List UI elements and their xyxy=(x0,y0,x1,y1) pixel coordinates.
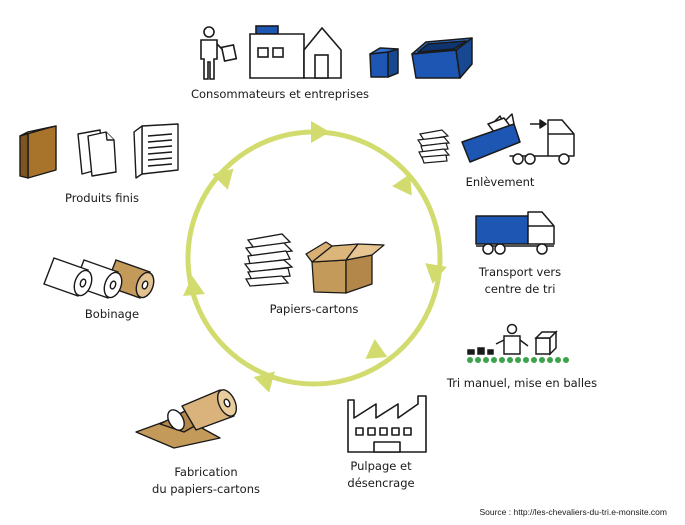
truck-icon xyxy=(475,211,555,255)
paper-roll-icon xyxy=(135,389,238,449)
roll-icon xyxy=(43,257,155,299)
cardboard-box-icon xyxy=(305,241,385,294)
factory-icon xyxy=(347,395,427,453)
paper-stack-icon xyxy=(416,129,451,164)
cycle-arrow xyxy=(391,173,412,196)
stage-label-tri: Tri manuel, mise en balles xyxy=(446,376,598,390)
tri-icon xyxy=(467,323,569,363)
stage-label-fabrication: Fabrication du papiers-cartons xyxy=(144,464,268,498)
cycle-arrow xyxy=(425,263,447,284)
stage-label-fabrication-line2: du papiers-cartons xyxy=(152,482,260,496)
stage-label-produits: Produits finis xyxy=(65,191,139,205)
stage-label-fabrication-line1: Fabrication xyxy=(174,465,238,479)
stage-label-bobinage: Bobinage xyxy=(84,307,140,321)
center-label: Papiers-cartons xyxy=(269,302,359,316)
cycle-arrow xyxy=(212,168,234,190)
container-icon xyxy=(411,37,473,79)
cycle-arrow xyxy=(183,276,205,296)
bin-icon xyxy=(369,47,399,78)
stage-label-pulpage-line2: désencrage xyxy=(347,476,415,490)
stage-label-pulpage-line1: Pulpage et xyxy=(350,459,412,473)
cycle-arrow xyxy=(365,338,388,359)
stage-label-transport: Transport vers centre de tri xyxy=(468,264,572,298)
stage-label-pulpage: Pulpage et désencrage xyxy=(336,458,426,492)
truck-icon xyxy=(461,113,575,165)
document-icon xyxy=(133,123,179,179)
book-icon xyxy=(19,125,57,179)
document-icon xyxy=(77,129,117,177)
stage-label-transport-line1: Transport vers xyxy=(478,265,562,279)
stage-label-transport-line2: centre de tri xyxy=(484,282,556,296)
paper-stack-icon xyxy=(243,233,294,287)
cycle-arrow xyxy=(311,121,330,143)
source-caption: Source : http://les-chevaliers-du-tri.e-… xyxy=(479,507,667,517)
building-icon xyxy=(249,25,342,79)
stage-label-consommateurs: Consommateurs et entreprises xyxy=(190,87,370,101)
stage-label-enlevement: Enlèvement xyxy=(465,175,535,189)
cycle-arrow xyxy=(253,371,275,393)
person-icon xyxy=(200,26,238,80)
